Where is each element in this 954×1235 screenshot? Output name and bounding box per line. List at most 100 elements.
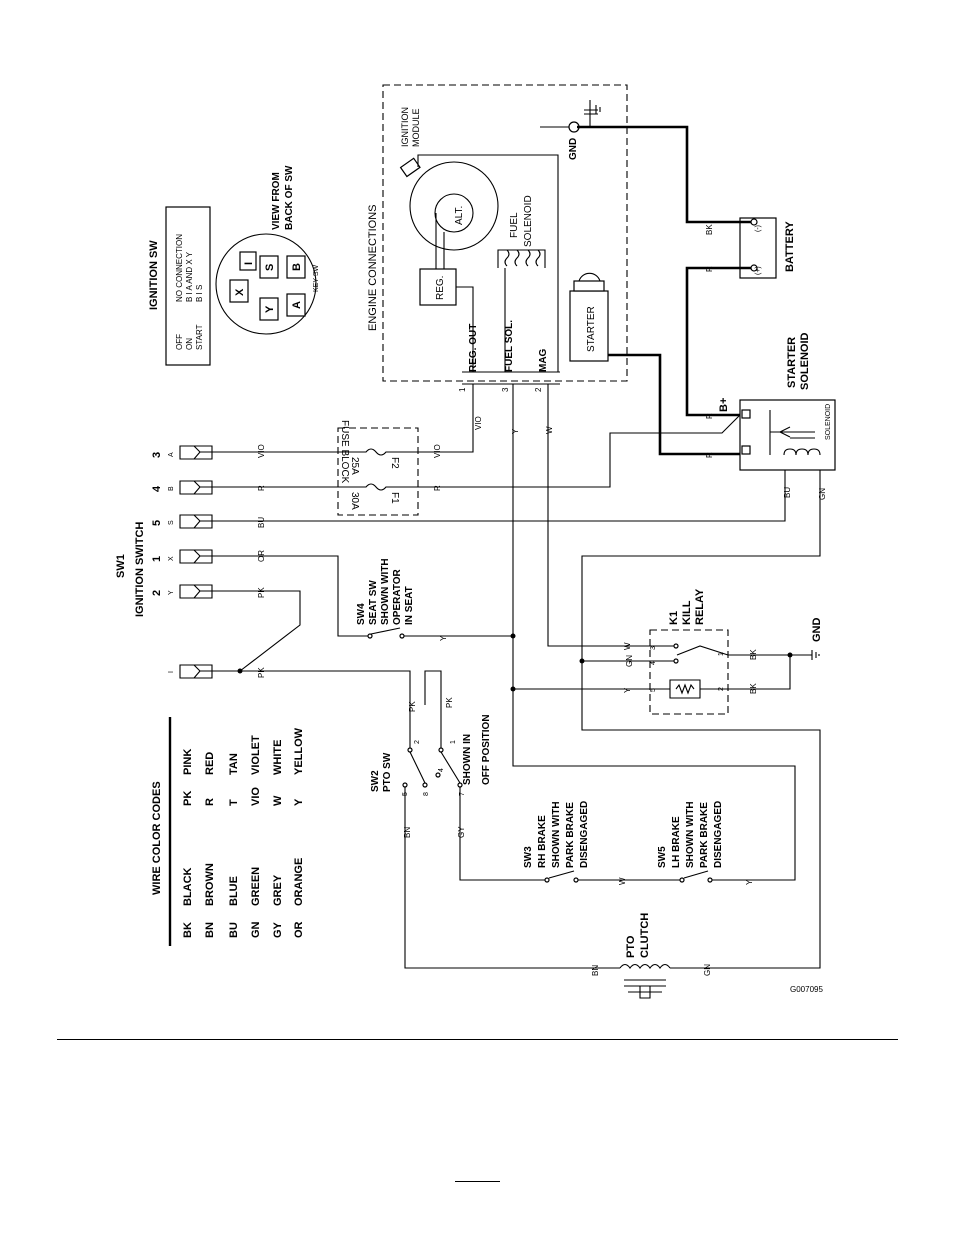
wire-label-pk-4: PK [445, 697, 454, 708]
wire-color-violet: VIOLET [250, 735, 262, 775]
sw1-terminal-b-num: 4 [151, 485, 163, 492]
wire-label-y-1: Y [439, 635, 448, 641]
starter-box [569, 290, 609, 362]
wire-code-bk: BK [182, 922, 194, 938]
sw3-desc-1: RH BRAKE [537, 815, 548, 868]
wire-label-r-2: R [433, 485, 442, 491]
wire-label-vio-3: VIO [474, 416, 483, 430]
wire-code-t: T [228, 799, 240, 806]
sw4-name: SW4 [356, 603, 367, 625]
sw1-terminal-y: 2 Y [151, 584, 214, 599]
sw5-name: SW5 [657, 846, 668, 868]
bplus-label: B+ [718, 398, 730, 412]
engine-gnd-label: GND [568, 138, 579, 160]
ignition-table-title: IGNITION SW [148, 240, 160, 310]
k1-desc-1: KILL [681, 600, 693, 625]
pto-clutch-label-1: PTO [625, 935, 637, 958]
wire-label-y-4: Y [745, 879, 754, 885]
page-number-line [455, 1181, 500, 1182]
fuse-f2-rating: 25A [349, 457, 360, 475]
wire-label-w-3: W [618, 877, 627, 885]
wire-code-pk: PK [182, 791, 194, 806]
sw2-name: SW2 [370, 770, 381, 792]
sw5-desc-4: DISENGAGED [713, 801, 724, 868]
wire-color-white: WHITE [272, 740, 284, 775]
engine-connector-3-label: FUEL SOL. [504, 320, 515, 372]
sw1-terminal-x-letter: X [168, 556, 175, 561]
engine-connections-block: ENGINE CONNECTIONS IGNITION MODULE ALT. … [367, 84, 628, 392]
wire-color-orange: ORANGE [293, 858, 305, 906]
sw1-ignition-switch: SW1 IGNITION SWITCH 3 A 4 B 5 S 1 X 2 Y [115, 445, 214, 679]
ignition-row-2-pos: ON [185, 338, 194, 350]
lh-brake-switch-sw5: SW5 LH BRAKE SHOWN WITH PARK BRAKE DISEN… [657, 801, 724, 883]
wire-label-bu-1: BU [257, 517, 266, 528]
wire-label-bn-1: BN [403, 827, 412, 838]
wire-label-gy: GY [457, 826, 466, 838]
wire-color-pink: PINK [182, 749, 194, 775]
fuel-solenoid-label-1: FUEL [509, 212, 520, 238]
wire-color-blue: BLUE [228, 876, 240, 906]
wire-label-w-2: W [623, 642, 632, 650]
sw1-terminal-b: 4 B [151, 480, 214, 495]
ignition-module-label-1: IGNITION [400, 107, 410, 147]
sw1-terminal-s: 5 S [151, 514, 214, 529]
sw1-terminal-x: 1 X [151, 549, 214, 564]
engine-connector-1-label: REG. OUT [468, 324, 479, 372]
wire-label-bk-battery: BK [705, 224, 714, 235]
pto-clutch: PTO CLUTCH [619, 913, 671, 999]
sw1-terminal-x-num: 1 [151, 556, 163, 562]
key-terminal-y: Y [264, 305, 276, 313]
wire-label-bu-2: BU [783, 487, 792, 498]
sw2-pin-1: 1 [450, 740, 457, 744]
wire-label-r-bplus: R [705, 413, 714, 419]
k1-pin-4: 4 [650, 661, 657, 665]
sw2-pin-4: 4 [438, 768, 445, 772]
ignition-row-1-pos: OFF [175, 334, 184, 350]
ignition-table: IGNITION SW OFF ON START NO CONNECTION B… [148, 206, 211, 366]
wire-label-y-3: Y [623, 687, 632, 693]
diagram-code: G007095 [790, 985, 823, 994]
engine-connector-2-label: MAG [538, 348, 549, 372]
wire-color-green: GREEN [250, 867, 262, 906]
sw4-desc-2: SHOWN WITH [380, 558, 391, 625]
pto-switch-sw2: SW2 PTO SW SHOWN IN OFF POSITION 2 1 5 8… [370, 700, 492, 796]
wire-code-r: R [204, 798, 216, 806]
sw1-desc: IGNITION SWITCH [134, 522, 146, 617]
flywheel-symbol [409, 161, 499, 251]
sw3-name: SW3 [523, 846, 534, 868]
k1-name: K1 [668, 611, 680, 625]
wire-label-r-starter: R [705, 452, 714, 458]
solenoid-inner-label: SOLENOID [825, 404, 832, 440]
battery-neg-label: (-) [755, 225, 762, 232]
k1-desc-2: RELAY [694, 588, 706, 625]
wire-label-pk-1: PK [257, 587, 266, 598]
rh-brake-switch-sw3: SW3 RH BRAKE SHOWN WITH PARK BRAKE DISEN… [523, 801, 590, 883]
pto-clutch-label-2: CLUTCH [639, 913, 651, 958]
k1-kill-relay: K1 KILL RELAY 3 4 5 1 2 [649, 588, 729, 715]
wire-code-bn: BN [204, 922, 216, 938]
wire-color-codes-legend: WIRE COLOR CODES BK BLACK BN BROWN BU BL… [151, 717, 305, 946]
alt-label: ALT. [454, 206, 465, 225]
wire-code-or: OR [293, 921, 305, 938]
wire-label-bn-2: BN [591, 965, 600, 976]
engine-connector-1-num: 1 [458, 387, 467, 392]
ignition-row-1-conn: NO CONNECTION [175, 234, 184, 302]
sw1-terminal-y-num: 2 [151, 590, 163, 596]
fuse-f1-rating: 30A [349, 492, 360, 510]
sw1-name: SW1 [115, 554, 127, 578]
wire-label-vio-1: VIO [257, 444, 266, 458]
wire-label-r-1: R [257, 485, 266, 491]
key-sw-label: KEY SW [313, 265, 320, 292]
wire-codes-title: WIRE COLOR CODES [151, 781, 163, 895]
engine-connector-3-num: 3 [501, 387, 510, 392]
sw2-desc: PTO SW [382, 752, 393, 792]
fuel-solenoid-symbol [497, 249, 546, 268]
sw1-terminal-a-letter: A [168, 452, 175, 457]
wire-label-r-battery: R [705, 266, 714, 272]
ignition-module-symbol [399, 157, 421, 178]
wire-label-bk-relay-1: BK [749, 649, 758, 660]
sw4-desc-3: OPERATOR [392, 568, 403, 625]
fuse-f2-id: F2 [389, 457, 400, 469]
wire-label-gn-2: GN [625, 655, 634, 667]
